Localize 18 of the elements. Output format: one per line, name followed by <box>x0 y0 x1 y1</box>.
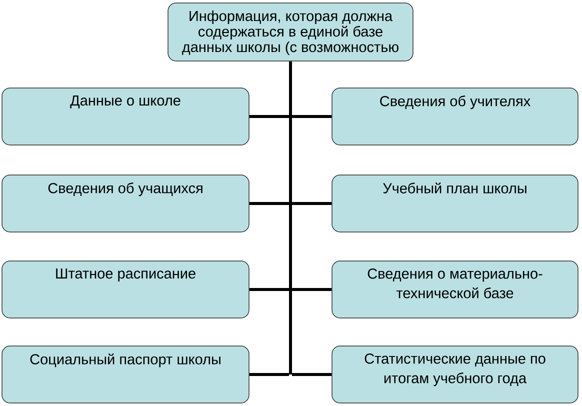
connector-line <box>292 373 332 376</box>
item-box: Социальный паспорт школы <box>2 346 250 404</box>
connector-line <box>249 202 289 205</box>
item-box: Сведения об учителях <box>332 88 578 146</box>
item-box: Сведения об учащихся <box>2 174 250 232</box>
trunk-line <box>289 61 292 374</box>
item-box: Данные о школе <box>2 88 250 146</box>
item-box: Учебный план школы <box>332 174 578 232</box>
connector-line <box>292 288 332 291</box>
connector-line <box>292 115 332 118</box>
connector-line <box>249 373 289 376</box>
heading-box: Информация, которая должна содержаться в единой базе данных школы (с возможностью <box>168 2 414 62</box>
item-box: Штатное расписание <box>2 260 250 318</box>
connector-line <box>292 202 332 205</box>
connector-line <box>249 288 289 291</box>
item-box: Статистические данные по итогам учебного года <box>332 346 578 404</box>
connector-line <box>249 115 289 118</box>
item-box: Сведения о материально-технической базе <box>332 260 578 318</box>
